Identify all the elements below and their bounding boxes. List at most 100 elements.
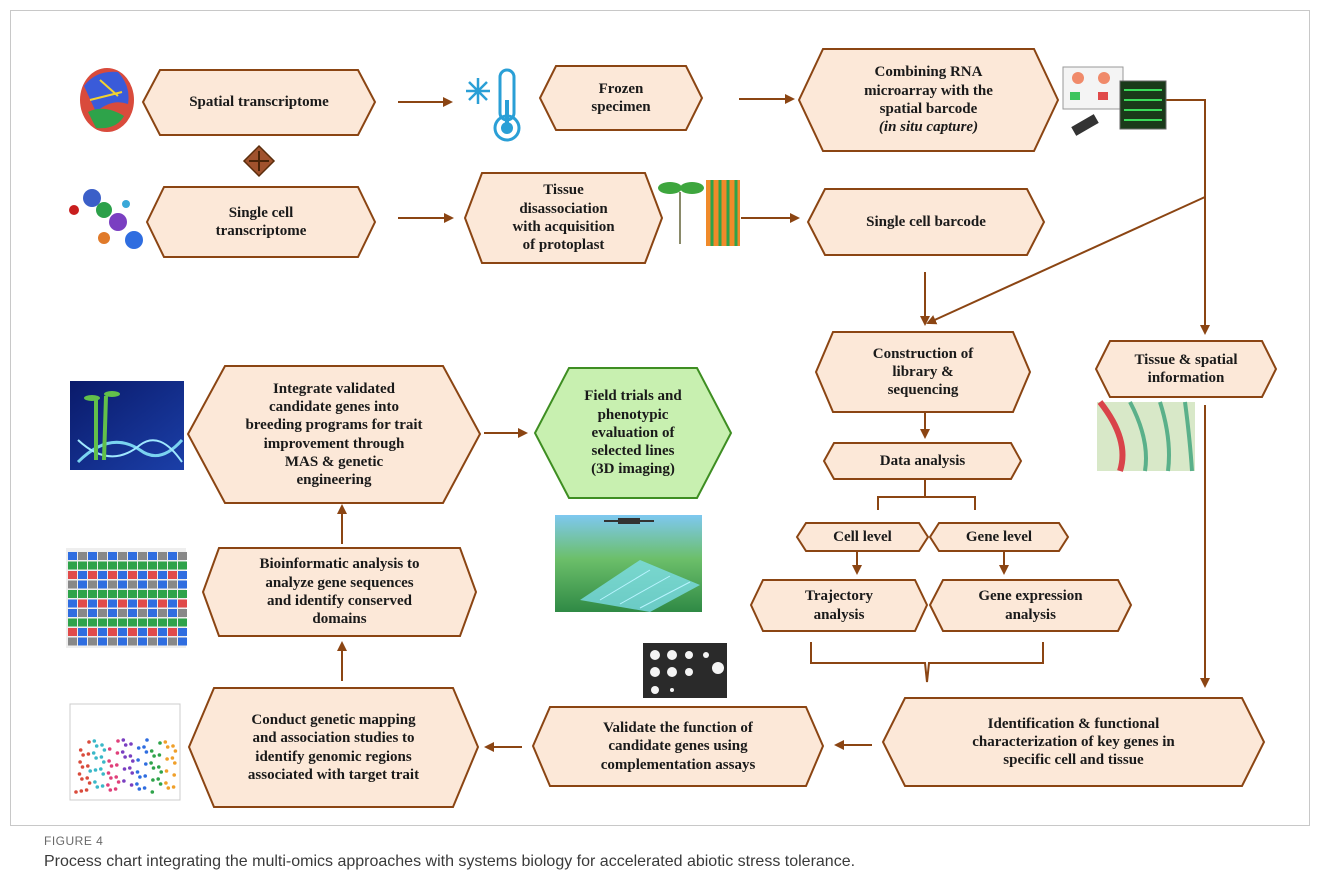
tsne-cluster-image xyxy=(69,189,143,249)
label-line: spatial barcode xyxy=(879,101,978,117)
label-line: phenotypic xyxy=(597,406,669,423)
brace-analysis xyxy=(810,642,1044,683)
label-tissue-spatial: Tissue & spatial information xyxy=(1110,341,1262,397)
label-line: Identification & functional xyxy=(987,715,1160,732)
node-trajectory-analysis xyxy=(749,579,929,632)
bracket-data-analysis xyxy=(877,480,976,510)
node-frozen-specimen xyxy=(538,65,704,131)
label-line: candidate genes using xyxy=(608,738,748,755)
label-line: Single cell xyxy=(228,204,294,221)
label-line: selected lines xyxy=(591,443,675,460)
label-line: and identify conserved xyxy=(266,593,412,609)
figure-label: FIGURE 4 xyxy=(44,834,104,848)
node-conduct-mapping xyxy=(187,687,480,808)
connector-microarray-right xyxy=(1164,99,1206,197)
label-line: (3D imaging) xyxy=(591,461,675,478)
label-frozen-specimen: Frozen specimen xyxy=(556,66,686,130)
node-spatial-transcriptome xyxy=(141,69,377,136)
node-combining-rna xyxy=(797,48,1060,152)
node-tissue-disassociation xyxy=(463,172,664,264)
label-line: evaluation of xyxy=(591,424,675,441)
label-line: analysis xyxy=(1005,606,1056,623)
thermometer-snowflake-icon xyxy=(466,68,521,142)
label-line: of protoplast xyxy=(522,237,605,254)
label-line: Bioinformatic analysis to xyxy=(259,556,420,573)
label-line: identify genomic regions xyxy=(255,748,412,765)
brain-tissue-map-image xyxy=(80,68,134,132)
label-line: with acquisition xyxy=(512,219,615,235)
label-line: Conduct genetic mapping xyxy=(251,711,416,728)
label-line: Data analysis xyxy=(879,452,966,469)
arrow-diagonal-to-construction xyxy=(926,196,1206,325)
label-line: Frozen xyxy=(598,80,644,97)
sequence-alignment-image xyxy=(66,548,187,648)
node-single-cell-transcriptome xyxy=(145,186,377,258)
label-line: MAS & genetic xyxy=(284,453,384,470)
label-spatial-transcriptome: Spatial transcriptome xyxy=(160,70,358,135)
label-line: characterization of key genes in xyxy=(972,733,1175,750)
node-cell-level xyxy=(795,522,930,552)
label-single-cell-barcode: Single cell barcode xyxy=(825,189,1027,255)
node-data-analysis xyxy=(822,442,1023,480)
label-line: Integrate validated xyxy=(272,380,396,397)
dna-helix-plant-image xyxy=(70,381,184,470)
label-line: Gene level xyxy=(965,528,1033,545)
label-line: library & xyxy=(892,363,954,380)
node-validate-function xyxy=(531,706,825,787)
label-line: analysis xyxy=(813,606,865,623)
label-line: and association studies to xyxy=(252,730,415,747)
label-line: Tissue xyxy=(543,182,584,199)
label-line: candidate genes into xyxy=(268,398,399,415)
label-line: Tissue & spatial xyxy=(1134,351,1238,368)
link-arrows-icon xyxy=(242,144,276,178)
node-single-cell-barcode xyxy=(806,188,1046,256)
label-line: engineering xyxy=(296,472,372,489)
seedling-tissue-image xyxy=(658,180,740,246)
label-line: Spatial transcriptome xyxy=(189,94,329,111)
label-conduct-mapping: Conduct genetic mapping and association s… xyxy=(214,688,453,807)
yeast-spot-assay-image xyxy=(643,643,727,698)
node-field-trials xyxy=(533,367,733,499)
label-line: Construction of xyxy=(872,345,974,362)
node-integrate-genes xyxy=(186,365,482,504)
drone-field-image xyxy=(555,515,702,612)
label-line: analyze gene sequences xyxy=(265,574,414,591)
label-line: Validate the function of xyxy=(603,720,753,737)
label-line: sequencing xyxy=(887,382,959,399)
label-line: Gene expression xyxy=(978,588,1083,605)
label-line: associated with target trait xyxy=(247,766,420,783)
label-cell-level: Cell level xyxy=(806,523,919,551)
label-line: specific cell and tissue xyxy=(1003,752,1144,769)
label-line: Single cell barcode xyxy=(866,213,986,230)
node-gene-level xyxy=(928,522,1070,552)
label-line: domains xyxy=(312,611,367,628)
node-tissue-spatial xyxy=(1094,340,1278,398)
node-bioinformatic-analysis xyxy=(201,547,478,637)
microarray-slide-image xyxy=(1062,66,1167,136)
label-line: Field trials and xyxy=(584,388,682,405)
label-line: information xyxy=(1147,370,1225,386)
node-gene-expression-analysis xyxy=(928,579,1133,632)
label-line: disassociation xyxy=(519,200,608,217)
process-diagram xyxy=(66,48,1278,808)
label-line: specimen xyxy=(591,99,651,115)
label-line: Trajectory xyxy=(804,588,873,605)
label-data-analysis: Data analysis xyxy=(834,443,1011,479)
figure-frame xyxy=(10,10,1310,826)
label-line: improvement through xyxy=(263,435,405,452)
label-line: Combining RNA xyxy=(874,64,983,81)
label-line: breeding programs for trait xyxy=(245,417,423,434)
label-line: complementation assays xyxy=(600,756,756,773)
node-construction-library xyxy=(814,331,1032,413)
